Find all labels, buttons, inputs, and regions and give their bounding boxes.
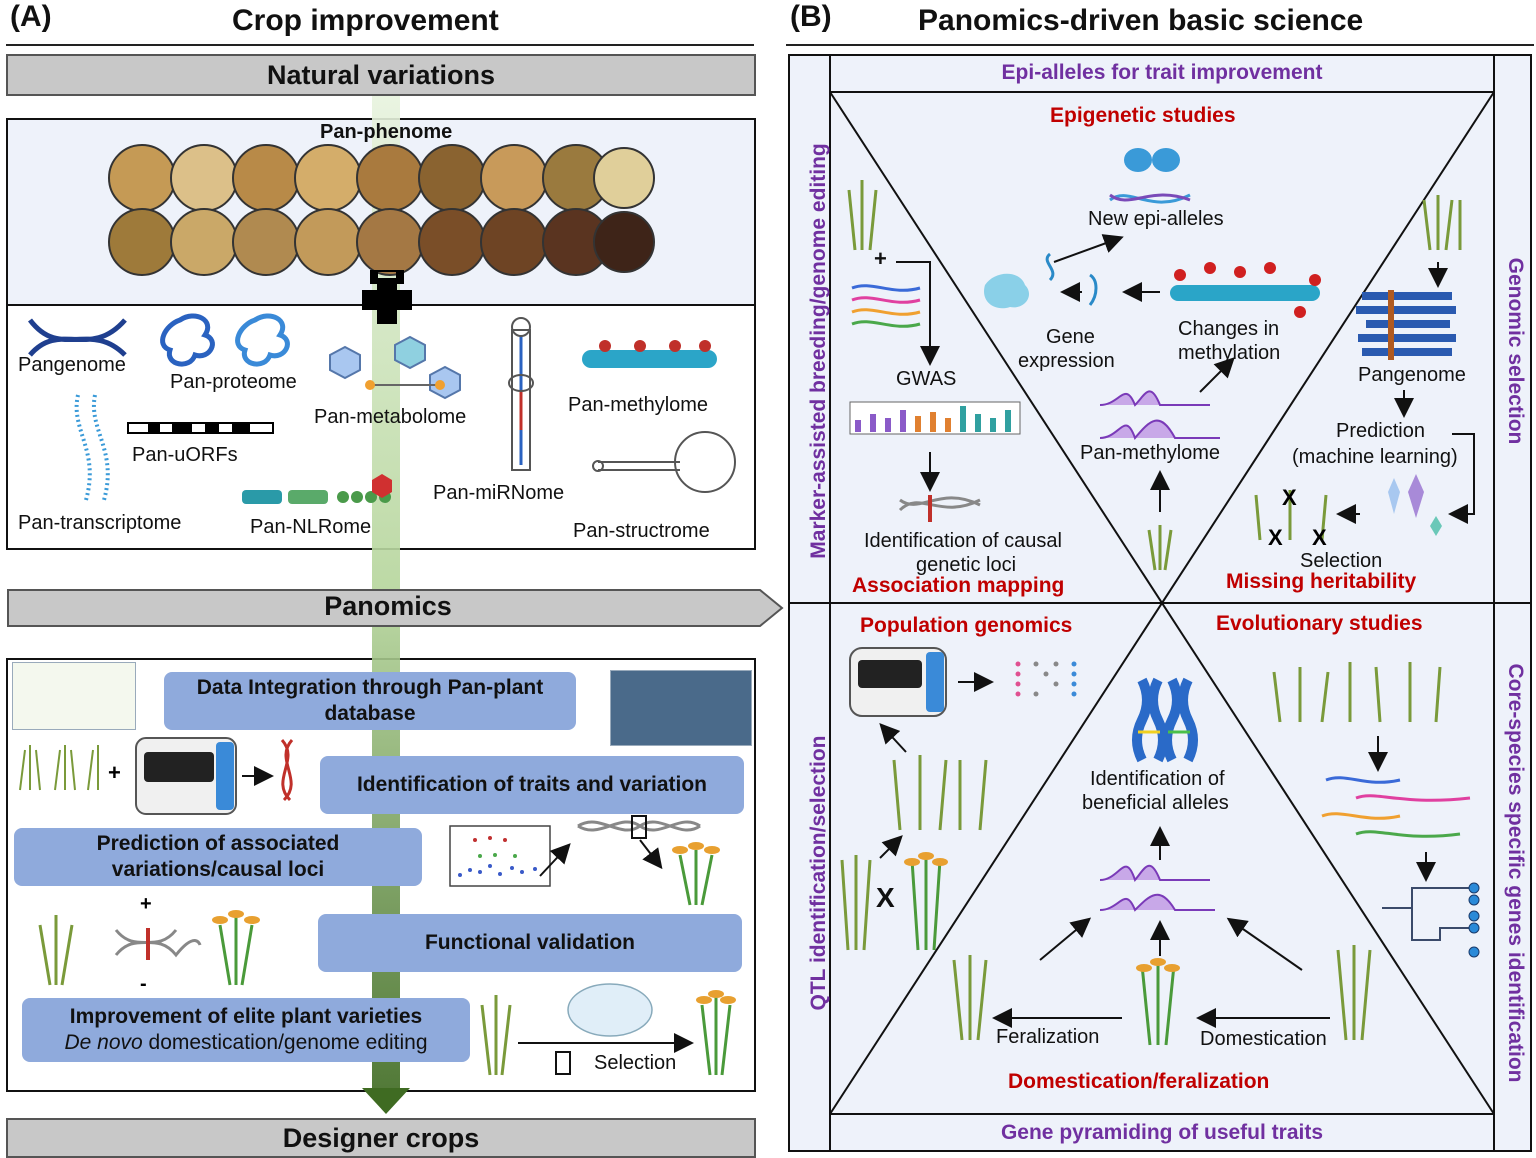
identification-causal-2: genetic loci [916,554,1017,576]
cross-symbol: X [876,882,895,913]
prediction-text: Prediction of associated variations/caus… [96,831,340,881]
right-bottom-vertical-label: Core-species specific genes identificati… [1504,663,1527,1083]
missing-heading: Missing heritability [1226,570,1417,593]
improvement-box: Improvement of elite plant varieties De … [22,998,470,1062]
association-heading: Association mapping [852,574,1065,597]
pangenome-label: Pangenome [18,354,126,376]
pan-phenome-label: Pan-phenome [320,121,453,143]
designer-crops-bar: Designer crops [6,1118,756,1158]
bottom-banner-label: Gene pyramiding of useful traits [1000,1121,1324,1144]
gwas-label: GWAS [896,368,957,390]
pan-methylome-b-label: Pan-methylome [1080,442,1221,464]
changes-in-label: Changes in [1178,318,1280,340]
right-top-vertical-label: Genomic selection [1504,257,1527,445]
selection-label-a: Selection [594,1052,677,1074]
selection-cross-1: X [1282,485,1297,510]
gene-label: Gene [1046,326,1095,348]
domestication-label: Domestication [1200,1028,1327,1050]
database-screenshot-left [12,662,136,730]
selection-cross-2: X [1268,525,1283,550]
identification-causal-1: Identification of causal [864,530,1062,552]
selection-b-label: Selection [1300,550,1383,572]
population-heading: Population genomics [860,614,1073,637]
panel-a-letter: (A) [10,0,52,33]
prediction-label: Prediction [1336,420,1425,442]
beneficial-2: beneficial alleles [1082,792,1229,814]
pan-proteome-label: Pan-proteome [170,371,297,393]
plus-2: + [140,893,152,915]
data-integration-text: Data Integration through Pan-plant datab… [196,675,544,725]
panel-b-title-rule [786,44,1534,46]
pan-nlrome-label: Pan-NLRome [250,516,372,538]
panel-b-letter: (B) [790,0,832,33]
improvement-line2: De novo domestication/genome editing [64,1030,427,1056]
plus-1: + [108,760,121,785]
beneficial-1: Identification of [1090,768,1225,790]
evolutionary-heading: Evolutionary studies [1216,612,1423,635]
improvement-line1: Improvement of elite plant varieties [69,1004,423,1028]
panel-a-title-rule [6,44,754,46]
epigenetic-heading: Epigenetic studies [1050,104,1236,127]
pan-methylome-label: Pan-methylome [568,394,709,416]
data-integration-box: Data Integration through Pan-plant datab… [164,672,576,730]
gwas-plus: + [874,246,887,271]
panel-a-title: Crop improvement [232,4,499,37]
top-banner-label: Epi-alleles for trait improvement [1001,61,1323,84]
feralization-label: Feralization [996,1026,1100,1048]
pan-metabolome-label: Pan-metabolome [314,406,467,428]
domestication-heading: Domestication/feralization [1008,1070,1270,1093]
minus-1: - [140,973,147,995]
pangenome-b-label: Pangenome [1358,364,1466,386]
new-epi-alleles-label: New epi-alleles [1088,208,1224,230]
identification-traits-box: Identification of traits and variation [320,756,744,814]
panel-b-title: Panomics-driven basic science [918,4,1364,37]
pan-mirnome-label: Pan-miRNome [433,482,565,504]
functional-validation-box: Functional validation [318,914,742,972]
left-bottom-vertical-label: QTL identification/selection [807,735,830,1011]
left-top-vertical-label: Marker-assisted breeding/genome editing [807,143,830,559]
pan-transcriptome-label: Pan-transcriptome [18,512,182,534]
natural-variations-bar: Natural variations [6,54,756,96]
pan-structrome-label: Pan-structrome [573,520,710,542]
expression-label: expression [1018,350,1115,372]
selection-cross-3: X [1312,525,1327,550]
methylation-label: methylation [1178,342,1281,364]
prediction-box: Prediction of associated variations/caus… [14,828,422,886]
machine-learning-label: (machine learning) [1292,446,1458,468]
improvement-italic: De novo [64,1031,143,1054]
database-screenshot-right [610,670,752,746]
improvement-rest: domestication/genome editing [142,1031,428,1054]
panomics-bar-label: Panomics [324,591,452,621]
pan-uorfs-label: Pan-uORFs [132,444,238,466]
